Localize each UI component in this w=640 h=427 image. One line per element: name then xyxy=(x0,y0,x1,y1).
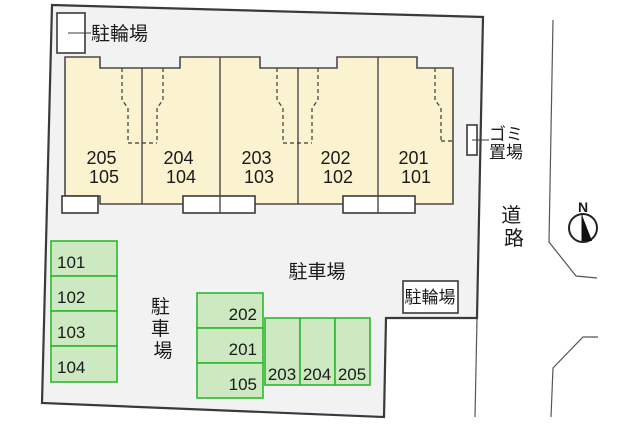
unit-label-201-101: 201 101 xyxy=(398,148,433,187)
stall-label-104: 104 xyxy=(57,358,85,377)
entrance-porch-1 xyxy=(61,195,99,214)
stall-label-204: 204 xyxy=(303,365,331,384)
parking-stall-202: 202 xyxy=(196,292,264,329)
building-outline xyxy=(64,56,454,205)
north-compass-icon: N xyxy=(568,199,598,243)
parking-stall-204: 204 xyxy=(299,317,336,386)
bicycle-parking-box xyxy=(402,280,459,314)
stall-label-102: 102 xyxy=(57,288,85,307)
parking-stall-203: 203 xyxy=(264,317,301,386)
garbage-area-label: ゴミ 置場 xyxy=(489,124,528,162)
stall-label-105: 105 xyxy=(229,375,257,394)
stall-label-103: 103 xyxy=(57,323,85,342)
stall-label-203: 203 xyxy=(268,365,296,384)
bicycle-parking-label-top: 駐輪場 xyxy=(91,23,148,45)
compass-north-label: N xyxy=(578,199,588,215)
stairwell-dashes-3 xyxy=(434,68,453,142)
stall-label-202: 202 xyxy=(229,305,257,324)
stall-label-101: 101 xyxy=(57,253,85,272)
parking-stall-205: 205 xyxy=(334,317,371,386)
road-edge-line-upper xyxy=(548,19,598,279)
parking-stall-102: 102 xyxy=(50,275,118,312)
entrance-porch-2 xyxy=(182,195,256,214)
parking-lot-label: 駐車場 xyxy=(288,261,345,283)
parking-stall-104: 104 xyxy=(50,345,118,383)
parking-stall-105: 105 xyxy=(196,362,264,399)
parking-lot-label-vertical: 駐 車 場 xyxy=(151,296,175,362)
stairwell-dashes-2 xyxy=(276,68,319,144)
stall-label-205: 205 xyxy=(338,365,366,384)
parking-stall-101: 101 xyxy=(50,240,118,277)
unit-label-205-105: 205 105 xyxy=(86,148,121,187)
unit-label-202-102: 202 102 xyxy=(320,148,355,187)
road-label: 道 路 xyxy=(501,204,527,250)
parking-stall-201: 201 xyxy=(196,327,264,364)
parking-stall-103: 103 xyxy=(50,310,118,347)
entrance-porch-3 xyxy=(342,195,416,214)
bicycle-parking-label-boxed: 駐輪場 xyxy=(405,288,456,307)
unit-label-203-103: 203 103 xyxy=(241,148,276,187)
unit-label-204-104: 204 104 xyxy=(163,148,198,187)
road-edge-line-lower xyxy=(550,336,598,418)
stall-label-201: 201 xyxy=(229,340,257,359)
road-edge-line-left xyxy=(474,318,478,418)
stairwell-dashes-1 xyxy=(121,68,164,144)
